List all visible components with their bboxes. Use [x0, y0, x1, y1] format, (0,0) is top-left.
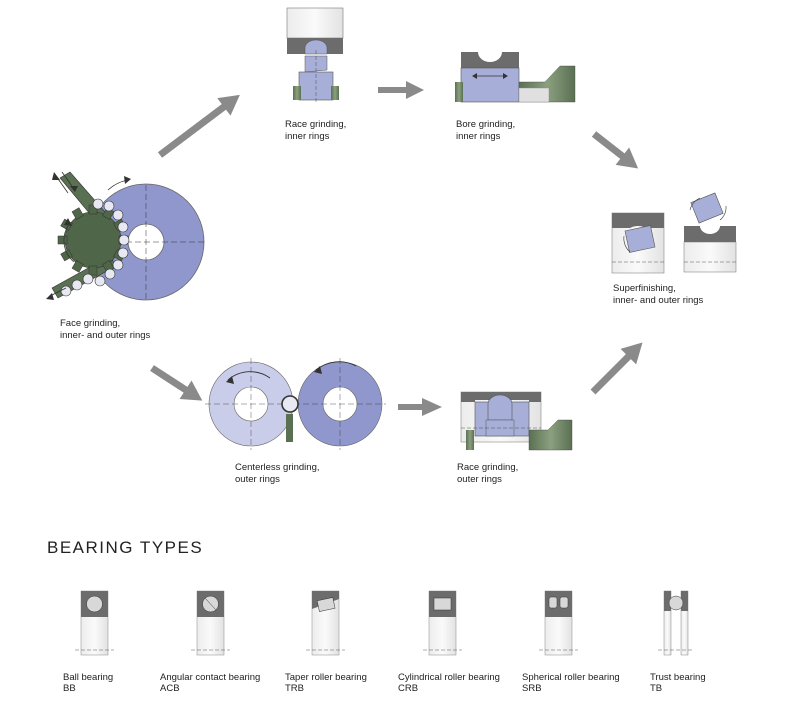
bearing-type-code: TRB — [285, 683, 304, 694]
race-grinding-inner-illustration — [286, 7, 344, 104]
bearing-type-name: Spherical roller bearing — [522, 672, 620, 683]
bearing-type-name: Trust bearing — [650, 672, 706, 683]
caption-superfinishing: Superfinishing, inner- and outer rings — [613, 283, 703, 307]
work-rest — [286, 414, 293, 442]
face-grinding-illustration — [46, 171, 205, 302]
spherical-roller-bearing-icon — [539, 590, 578, 656]
workpiece-rings — [60, 198, 130, 297]
bore-grinding-illustration — [455, 52, 576, 103]
arrow-to-bore — [378, 81, 424, 99]
caption-race-grinding-inner: Race grinding, inner rings — [285, 119, 346, 143]
caption-line: outer rings — [457, 474, 502, 485]
race-grinding-outer-illustration — [460, 391, 573, 451]
bearing-type-acb: Angular contact bearing ACB — [160, 672, 260, 694]
arrow-to-centerless — [150, 365, 203, 401]
caption-line: Race grinding, — [457, 462, 519, 473]
caption-race-grinding-outer: Race grinding, outer rings — [457, 462, 518, 486]
bore-ring — [460, 67, 520, 103]
bearing-types-icons — [75, 590, 694, 656]
bearing-type-name: Cylindrical roller bearing — [398, 672, 500, 683]
superfinishing-stone-inner — [690, 192, 724, 224]
caption-line: inner rings — [456, 131, 501, 142]
angular-contact-bearing-icon — [191, 590, 230, 656]
process-arrows — [150, 81, 643, 416]
caption-bore-grinding: Bore grinding, inner rings — [456, 119, 515, 143]
caption-line: Bore grinding, — [456, 119, 516, 130]
arrow-to-superfinishing-from-race — [590, 342, 643, 395]
caption-line: Centerless grinding, — [235, 462, 320, 473]
thrust-bearing-icon — [658, 590, 694, 656]
caption-line: Face grinding, — [60, 318, 121, 329]
caption-face-grinding: Face grinding, inner- and outer rings — [60, 318, 150, 342]
arrow-to-race-inner — [157, 94, 240, 158]
bearing-type-code: ACB — [160, 683, 180, 694]
caption-line: inner rings — [285, 131, 330, 142]
bearing-type-code: BB — [63, 683, 76, 694]
bearing-type-code: CRB — [398, 683, 419, 694]
caption-line: inner- and outer rings — [60, 330, 151, 341]
bearing-type-name: Taper roller bearing — [285, 672, 367, 683]
outer-ring-workpiece — [281, 395, 299, 413]
bearing-type-code: TB — [650, 683, 663, 694]
centerless-grinding-illustration — [205, 358, 386, 450]
bearing-types-title: BEARING TYPES — [47, 538, 204, 557]
superfinishing-illustration — [611, 192, 737, 274]
bearing-type-crb: Cylindrical roller bearing CRB — [398, 672, 500, 694]
arrow-to-superfinishing — [591, 131, 639, 169]
arrow-to-race-outer — [398, 398, 442, 416]
superfinishing-stone-outer — [624, 225, 656, 253]
bearing-type-trb: Taper roller bearing TRB — [285, 672, 367, 694]
cylindrical-roller-bearing-icon — [423, 590, 462, 656]
bearing-type-tb: Trust bearing TB — [650, 672, 706, 694]
caption-line: Superfinishing, — [613, 283, 676, 294]
caption-line: outer rings — [235, 474, 280, 485]
caption-line: Race grinding, — [285, 119, 347, 130]
bearing-type-code: SRB — [522, 683, 542, 694]
caption-centerless-grinding: Centerless grinding, outer rings — [235, 462, 320, 486]
ball-bearing-icon — [75, 590, 114, 656]
bearing-type-bb: Ball bearing BB — [63, 672, 113, 694]
bearing-type-name: Ball bearing — [63, 672, 114, 683]
bearing-type-name: Angular contact bearing — [160, 672, 261, 683]
caption-line: inner- and outer rings — [613, 295, 704, 306]
bearing-type-srb: Spherical roller bearing SRB — [522, 672, 620, 694]
taper-roller-bearing-icon — [306, 590, 345, 656]
